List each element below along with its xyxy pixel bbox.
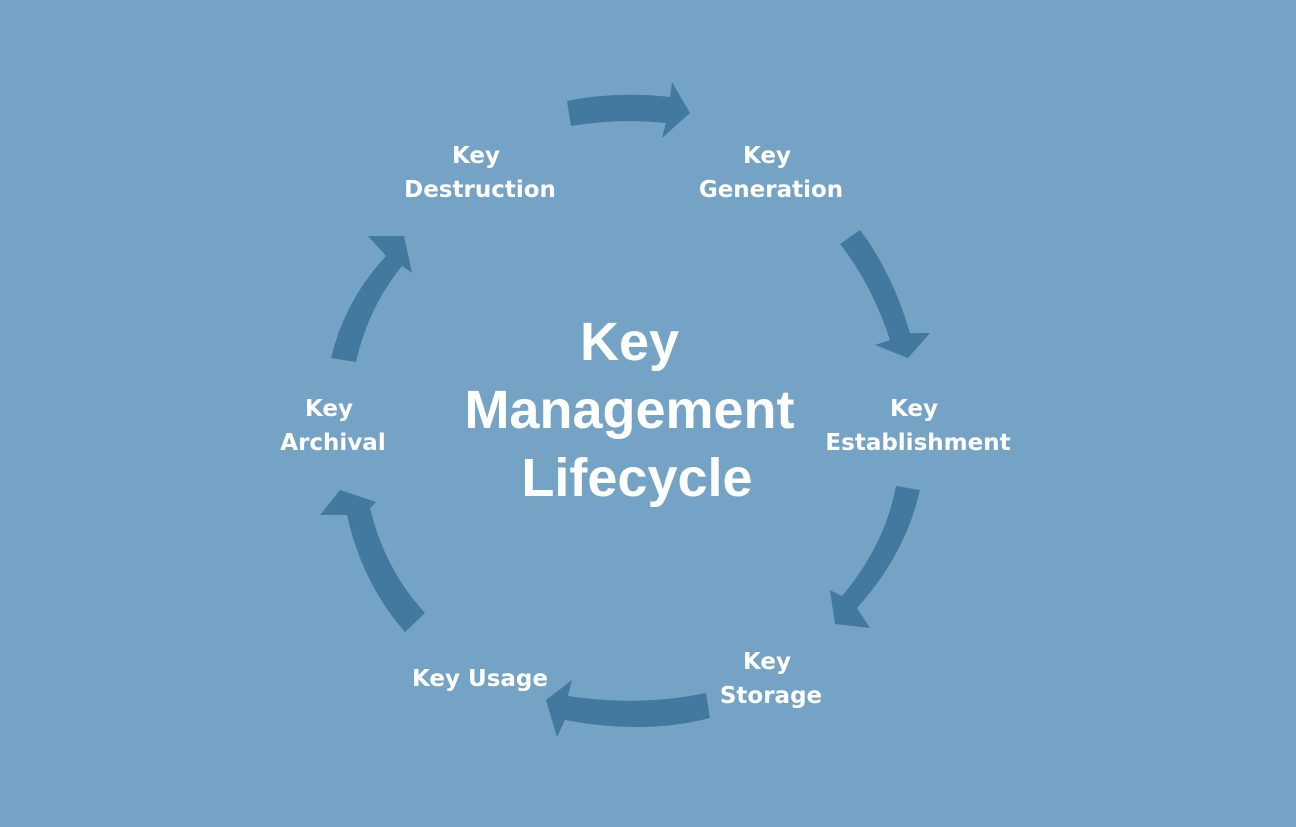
stage-label-line: Generation [699, 177, 843, 203]
stage-key-usage: Key Usage [412, 666, 548, 692]
stage-label-line: Storage [720, 683, 822, 709]
stage-key-establishment: Key Establishment [825, 396, 1010, 456]
center-title-line: Key [580, 312, 679, 372]
stage-label-line: Archival [280, 430, 385, 456]
stage-label-line: Key Usage [412, 666, 548, 692]
stage-key-archival: Key Archival [280, 396, 385, 456]
center-title: Key Management Lifecycle [464, 312, 809, 508]
stage-key-generation: Key Generation [699, 143, 843, 203]
arrow-storage-to-usage [546, 680, 710, 737]
center-title-line: Management [464, 380, 794, 440]
arrow-archival-to-destruction [331, 236, 412, 362]
stage-labels: Key Generation Key Establishment Key Sto… [280, 143, 1010, 709]
stage-label-line: Destruction [404, 177, 556, 203]
stage-label-line: Key [743, 143, 791, 169]
center-title-line: Lifecycle [521, 448, 752, 508]
stage-label-line: Key [452, 143, 500, 169]
stage-label-line: Key [890, 396, 938, 422]
arrow-destruction-to-generation [567, 82, 690, 138]
arrow-establishment-to-storage [830, 486, 920, 628]
cycle-arrows [320, 82, 930, 737]
stage-label-line: Key [743, 649, 791, 675]
stage-label-line: Establishment [825, 430, 1010, 456]
stage-key-storage: Key Storage [720, 649, 822, 709]
arrow-usage-to-archival [320, 490, 425, 632]
stage-key-destruction: Key Destruction [404, 143, 556, 203]
arrow-generation-to-establishment [840, 230, 930, 358]
stage-label-line: Key [305, 396, 353, 422]
